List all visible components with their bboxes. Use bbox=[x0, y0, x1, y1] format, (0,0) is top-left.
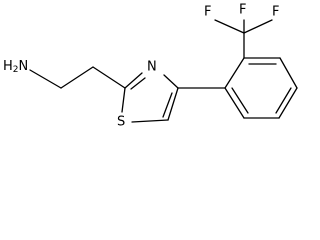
thiazole-s-label: S bbox=[117, 115, 125, 130]
bond-n3-c4 bbox=[163, 74, 179, 89]
bond-c-f-right bbox=[243, 19, 273, 34]
bond-c5-s1 bbox=[131, 119, 169, 123]
bond-n-ch2 bbox=[29, 69, 62, 89]
bond-s1-c2 bbox=[121, 87, 126, 113]
amine-n: N bbox=[19, 59, 29, 74]
amine-h-count: 2 bbox=[13, 65, 19, 75]
bond-c2-n3-double bbox=[124, 72, 143, 89]
bond-ph-3-4 bbox=[279, 57, 298, 89]
thiazole-n-label: N bbox=[147, 60, 157, 75]
bond-c4-c5-double bbox=[167, 87, 179, 121]
bond-ch2-ch2 bbox=[60, 66, 94, 89]
bond-ph-4-5 bbox=[278, 87, 298, 119]
bond-ch2-c2 bbox=[92, 66, 126, 89]
svg-text:H2N: H2N bbox=[3, 59, 28, 76]
amine-h: H bbox=[3, 59, 13, 74]
bond-ph-inner-b bbox=[275, 87, 292, 114]
molecule-structure: H2N N S F F F bbox=[3, 3, 298, 130]
fluorine-2-label: F bbox=[239, 3, 246, 18]
fluorine-3-label: F bbox=[272, 5, 279, 20]
bond-c-f-left bbox=[214, 19, 245, 34]
bond-ph-inner-c bbox=[231, 87, 249, 114]
amine-label: H2N bbox=[3, 59, 28, 76]
fluorine-1-label: F bbox=[204, 5, 211, 20]
bond-ph-6-1 bbox=[224, 87, 245, 119]
bond-c2-n3-inner bbox=[130, 77, 146, 90]
bond-c4-c5-inner bbox=[162, 92, 173, 118]
bond-ph-1-2 bbox=[224, 57, 245, 89]
